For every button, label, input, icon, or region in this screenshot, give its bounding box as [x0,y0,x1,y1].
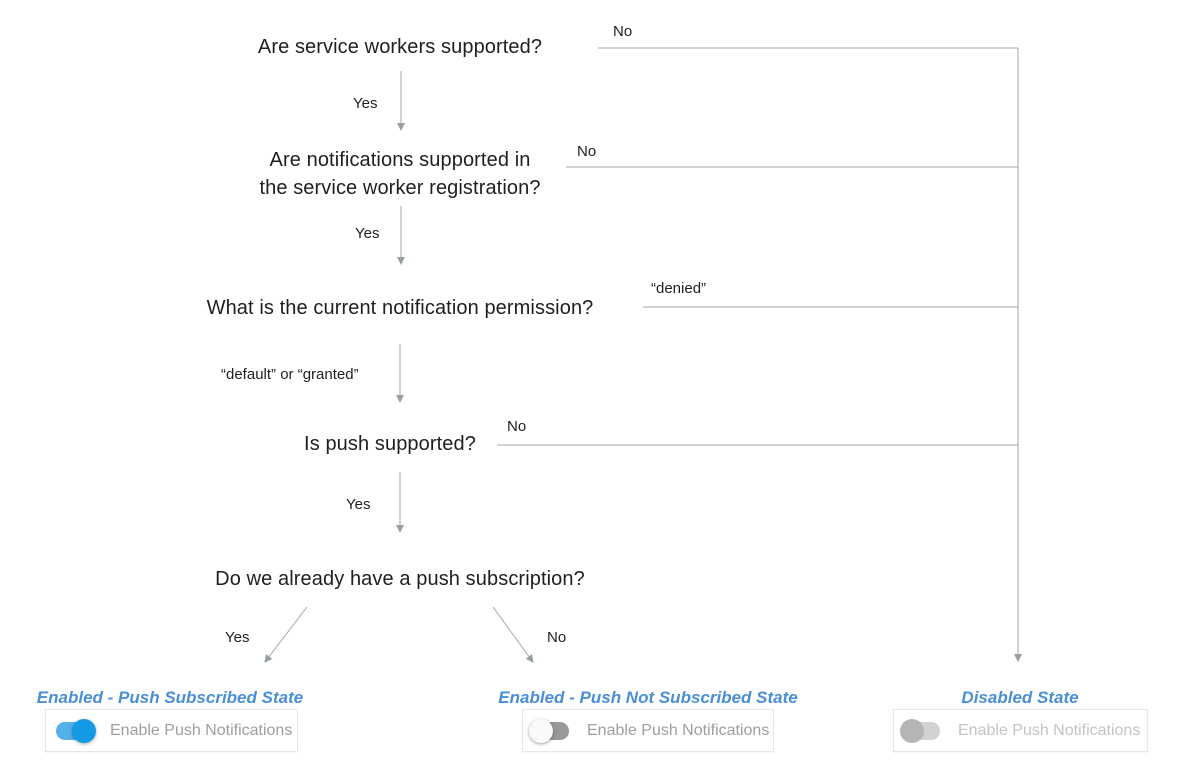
edge-label-q3-granted: “default” or “granted” [221,366,359,383]
state-title-subscribed: Enabled - Push Subscribed State [36,688,304,707]
toggle-label: Enable Push Notifications [958,721,1141,739]
push-card-disabled: Enable Push Notifications [893,709,1148,752]
question-notification-permission: What is the current notification permiss… [206,297,594,319]
state-title-not-subscribed: Enabled - Push Not Subscribed State [498,688,798,707]
question-notifications-supported: Are notifications supported in the servi… [259,149,541,199]
edge-label-q4-no: No [507,418,527,435]
edge-label-q4-yes: Yes [346,496,371,513]
edge-q5-yes-line [264,606,308,663]
toggle-knob [529,718,553,743]
push-toggle-disabled [900,718,942,744]
push-toggle-off[interactable] [529,718,571,744]
edge-label-q1-yes: Yes [353,95,378,112]
edge-label-q5-no: No [547,629,567,646]
state-title-disabled: Disabled State [961,688,1079,707]
push-toggle-on[interactable] [54,718,96,744]
edge-label-q2-no: No [577,143,597,160]
push-card-subscribed: Enable Push Notifications [45,709,298,752]
edge-label-q2-yes: Yes [355,225,380,242]
edge-label-q1-no: No [613,23,633,40]
edge-label-q3-denied: “denied” [651,280,707,297]
edge-label-q5-yes: Yes [225,629,250,646]
toggle-knob [900,718,924,743]
question-service-workers: Are service workers supported? [257,36,543,58]
question-push-subscription: Do we already have a push subscription? [215,568,585,590]
question-push-supported: Is push supported? [304,433,476,455]
edge-q5-no-line [492,606,534,663]
toggle-label: Enable Push Notifications [110,721,293,739]
push-card-not-subscribed: Enable Push Notifications [522,709,774,752]
toggle-label: Enable Push Notifications [587,721,770,739]
toggle-knob [72,718,96,743]
